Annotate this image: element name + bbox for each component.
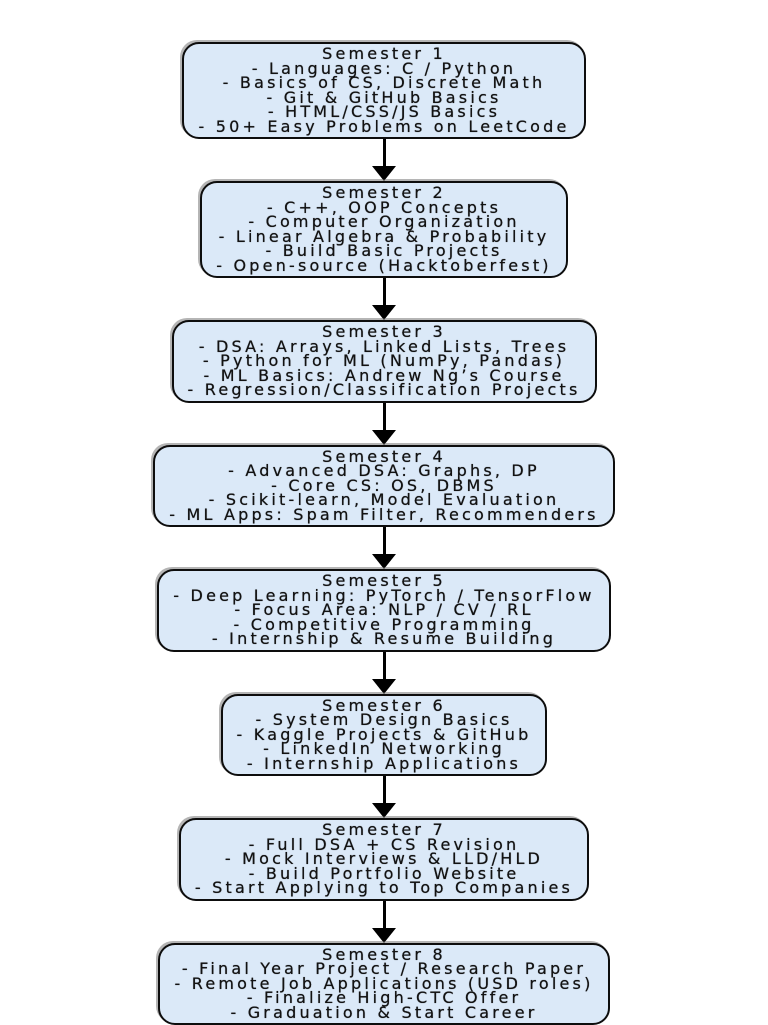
arrow-connector	[372, 776, 396, 818]
flow-node-semester-2: Semester 2 - C++, OOP Concepts - Compute…	[200, 181, 568, 278]
arrow-down-icon	[372, 430, 396, 445]
arrow-line	[383, 278, 386, 305]
node-item: - 50+ Easy Problems on LeetCode	[198, 120, 569, 135]
arrow-down-icon	[372, 554, 396, 569]
arrow-line	[383, 527, 386, 554]
arrow-line	[383, 652, 386, 679]
arrow-line	[383, 901, 386, 928]
arrow-connector	[372, 652, 396, 694]
flow-node-semester-3: Semester 3 - DSA: Arrays, Linked Lists, …	[172, 320, 597, 403]
arrow-line	[383, 403, 386, 430]
arrow-connector	[372, 278, 396, 320]
arrow-down-icon	[372, 928, 396, 943]
arrow-connector	[372, 527, 396, 569]
arrow-connector	[372, 139, 396, 181]
arrow-line	[383, 776, 386, 803]
node-item: - Internship Applications	[237, 757, 532, 772]
arrow-line	[383, 139, 386, 166]
flow-node-semester-4: Semester 4 - Advanced DSA: Graphs, DP - …	[153, 445, 614, 528]
flow-node-semester-6: Semester 6 - System Design Basics - Kagg…	[221, 694, 548, 777]
node-item: - ML Apps: Spam Filter, Recommenders	[169, 508, 598, 523]
node-item: - Regression/Classification Projects	[188, 383, 581, 398]
arrow-down-icon	[372, 679, 396, 694]
node-item: - Internship & Resume Building	[173, 632, 594, 647]
arrow-down-icon	[372, 803, 396, 818]
arrow-connector	[372, 901, 396, 943]
node-item: - Open-source (Hacktoberfest)	[216, 259, 552, 274]
flow-node-semester-5: Semester 5 - Deep Learning: PyTorch / Te…	[157, 569, 610, 652]
flow-node-semester-7: Semester 7 - Full DSA + CS Revision - Mo…	[179, 818, 589, 901]
arrow-connector	[372, 403, 396, 445]
node-item: - Start Applying to Top Companies	[195, 881, 573, 896]
arrow-down-icon	[372, 305, 396, 320]
flow-node-semester-1: Semester 1 - Languages: C / Python - Bas…	[182, 42, 585, 139]
flow-node-semester-8: Semester 8 - Final Year Project / Resear…	[158, 943, 609, 1025]
arrow-down-icon	[372, 166, 396, 181]
node-item: - Graduation & Start Career	[174, 1006, 593, 1021]
